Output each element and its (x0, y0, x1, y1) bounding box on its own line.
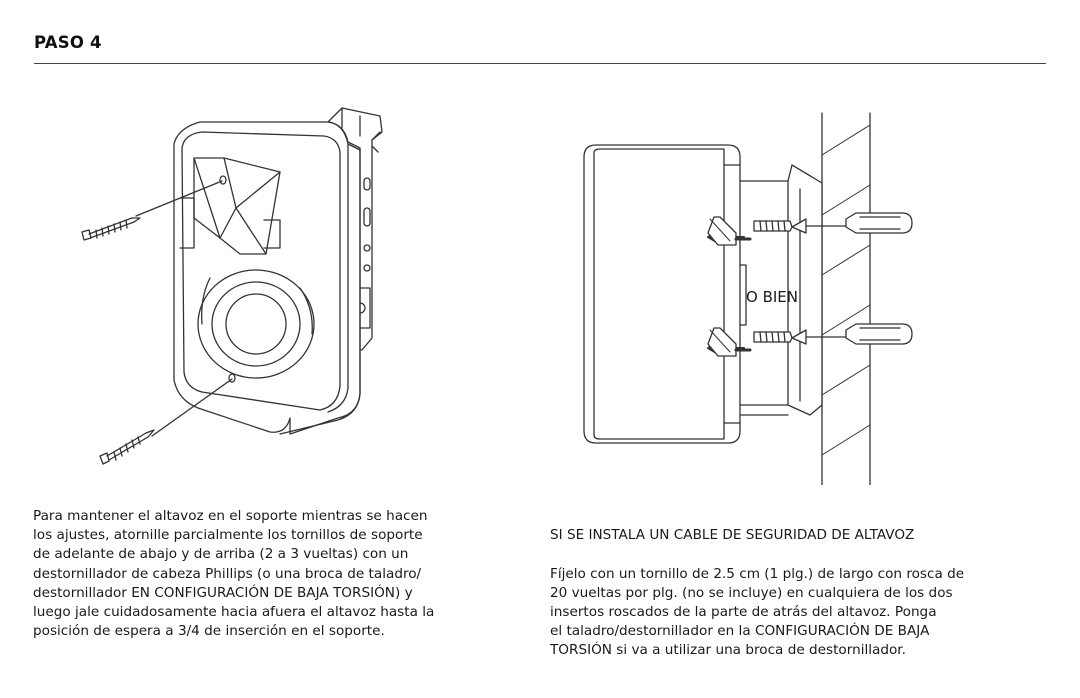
upper-screwdriver-icon (707, 212, 913, 246)
speaker-cabinet-icon (173, 121, 361, 435)
safety-cable-heading: SI SE INSTALA UN CABLE DE SEGURIDAD DE A… (550, 527, 915, 544)
or-callout: O BIEN (746, 288, 798, 306)
lower-screwdriver-icon (707, 323, 913, 357)
step-heading: PASO 4 (34, 33, 102, 52)
safety-cable-paragraph: Fíjelo con un tornillo de 2.5 cm (1 plg.… (550, 565, 965, 659)
heading-divider (34, 63, 1046, 64)
speaker-side-illustration: O BIEN (560, 105, 990, 485)
speaker-front-illustration (60, 88, 420, 480)
wall-icon (821, 112, 871, 485)
bottom-screw-icon (99, 378, 233, 465)
top-screw-icon (81, 180, 223, 241)
safety-cable-section: SI SE INSTALA UN CABLE DE SEGURIDAD DE A… (550, 507, 1050, 680)
instruction-paragraph: Para mantener el altavoz en el soporte m… (33, 508, 435, 640)
speaker-side-icon (583, 144, 747, 444)
